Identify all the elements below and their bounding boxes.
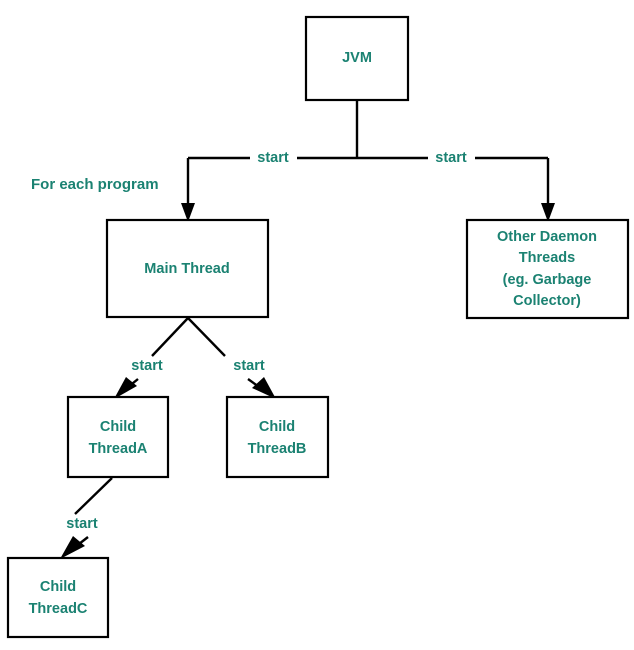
node-other-daemon-threads-label-line2: Threads: [519, 250, 575, 266]
node-child-threadb-label-line1: Child: [259, 419, 295, 435]
node-child-threadc-label-line2: ThreadC: [29, 601, 88, 617]
node-child-threadc-box: [6, 556, 110, 639]
node-child-threada-box: [66, 395, 170, 479]
node-child-threadc[interactable]: Child ThreadC: [6, 556, 110, 639]
connector-main-childa-upper: [151, 317, 189, 357]
arrowhead-jvm-daemon: [541, 203, 555, 222]
arrowhead-childa-childc: [60, 536, 85, 559]
connector-childa-childc-upper: [74, 477, 113, 515]
node-jvm-label: JVM: [342, 50, 372, 66]
node-main-thread-box: [105, 218, 270, 319]
annotation-for-each-program: For each program: [31, 176, 159, 193]
node-main-thread[interactable]: Main Thread: [105, 218, 270, 319]
edge-label-jvm-daemon-text: start: [435, 150, 467, 166]
arrowhead-main-childb: [252, 377, 276, 399]
node-other-daemon-threads-label-line1: Other Daemon: [497, 229, 597, 245]
edge-label-childa-childc: start: [66, 516, 98, 532]
node-child-threadc-label-line1: Child: [40, 579, 76, 595]
edge-label-jvm-main-backdrop: [250, 149, 297, 167]
node-other-daemon-threads-label-line3: (eg. Garbage: [503, 272, 592, 288]
node-child-threada-label-line2: ThreadA: [89, 441, 148, 457]
node-child-threada-label-line1: Child: [100, 419, 136, 435]
edge-label-main-childa: start: [131, 358, 163, 374]
connector-main-childb-upper: [187, 317, 226, 357]
node-child-threadb-label-line2: ThreadB: [248, 441, 307, 457]
node-other-daemon-threads-label-line4: Collector): [513, 293, 581, 309]
arrowhead-jvm-main: [181, 203, 195, 222]
edge-label-jvm-daemon: start: [428, 149, 475, 167]
node-other-daemon-threads[interactable]: Other Daemon Threads (eg. Garbage Collec…: [465, 218, 630, 320]
node-jvm-box: [304, 15, 410, 102]
edge-label-jvm-main-text: start: [257, 150, 289, 166]
edge-label-main-childa-text: start: [131, 358, 163, 374]
edge-label-jvm-daemon-backdrop: [428, 149, 475, 167]
node-jvm[interactable]: JVM: [304, 15, 410, 102]
edge-label-main-childb-text: start: [233, 358, 265, 374]
edge-label-jvm-main: start: [250, 149, 297, 167]
node-other-daemon-threads-box: [465, 218, 630, 320]
node-child-threadb-box: [225, 395, 330, 479]
edge-label-childa-childc-text: start: [66, 516, 98, 532]
edge-label-main-childb: start: [233, 358, 265, 374]
arrowhead-main-childa: [114, 377, 137, 399]
node-child-threada[interactable]: Child ThreadA: [66, 395, 170, 479]
node-main-thread-label: Main Thread: [144, 261, 229, 277]
node-child-threadb[interactable]: Child ThreadB: [225, 395, 330, 479]
